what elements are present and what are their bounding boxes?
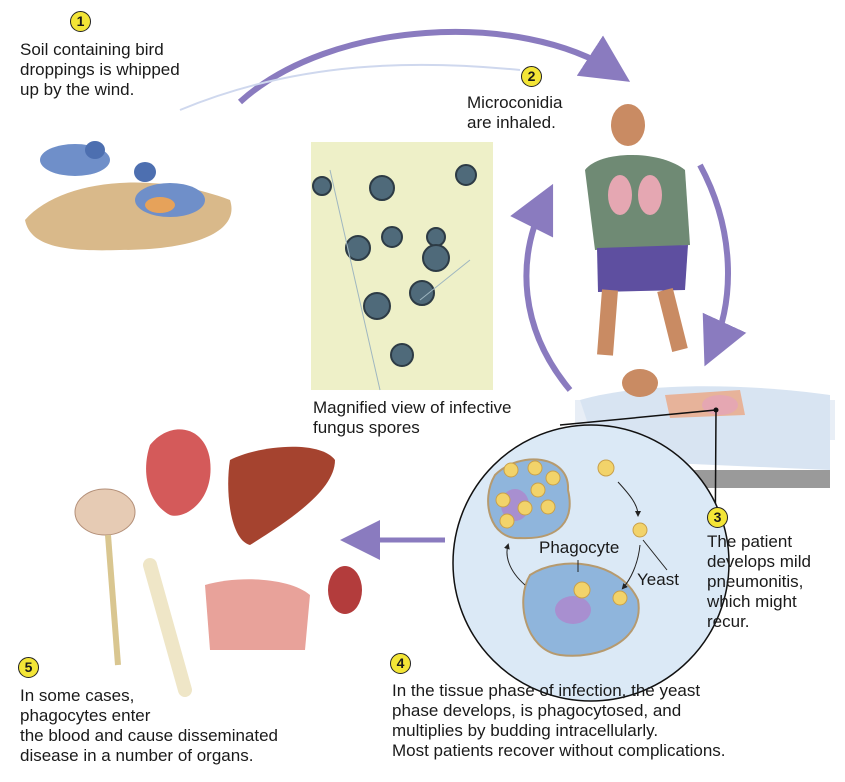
step-5-badge: 5 <box>18 657 39 678</box>
step-1-badge: 1 <box>70 11 91 32</box>
yeast-label: Yeast <box>637 570 679 589</box>
organs-illustration <box>74 429 362 697</box>
man-jogging-illustration <box>585 104 690 356</box>
step-3-text: The patient develops mild pneumonitis, w… <box>707 532 811 631</box>
step-4-badge: 4 <box>390 653 411 674</box>
step-1-text: Soil containing bird droppings is whippe… <box>20 40 180 99</box>
arrow-bed-to-man <box>510 183 573 392</box>
step-2-text: Microconidia are inhaled. <box>467 93 563 132</box>
tissue-phase-inset <box>452 424 730 702</box>
step-3-badge: 3 <box>707 507 728 528</box>
step-5-text: In some cases, phagocytes enter the bloo… <box>20 686 279 765</box>
step-2-badge: 2 <box>521 66 542 87</box>
micrograph-caption: Magnified view of infective fungus spore… <box>313 398 512 437</box>
birds-on-soil-illustration <box>25 141 232 251</box>
arrow-man-to-bed <box>697 163 747 367</box>
spore-micrograph <box>311 142 493 391</box>
phagocyte-label: Phagocyte <box>539 538 620 557</box>
step-4-text: In the tissue phase of infection, the ye… <box>392 681 726 760</box>
wind-arrow <box>237 28 631 105</box>
